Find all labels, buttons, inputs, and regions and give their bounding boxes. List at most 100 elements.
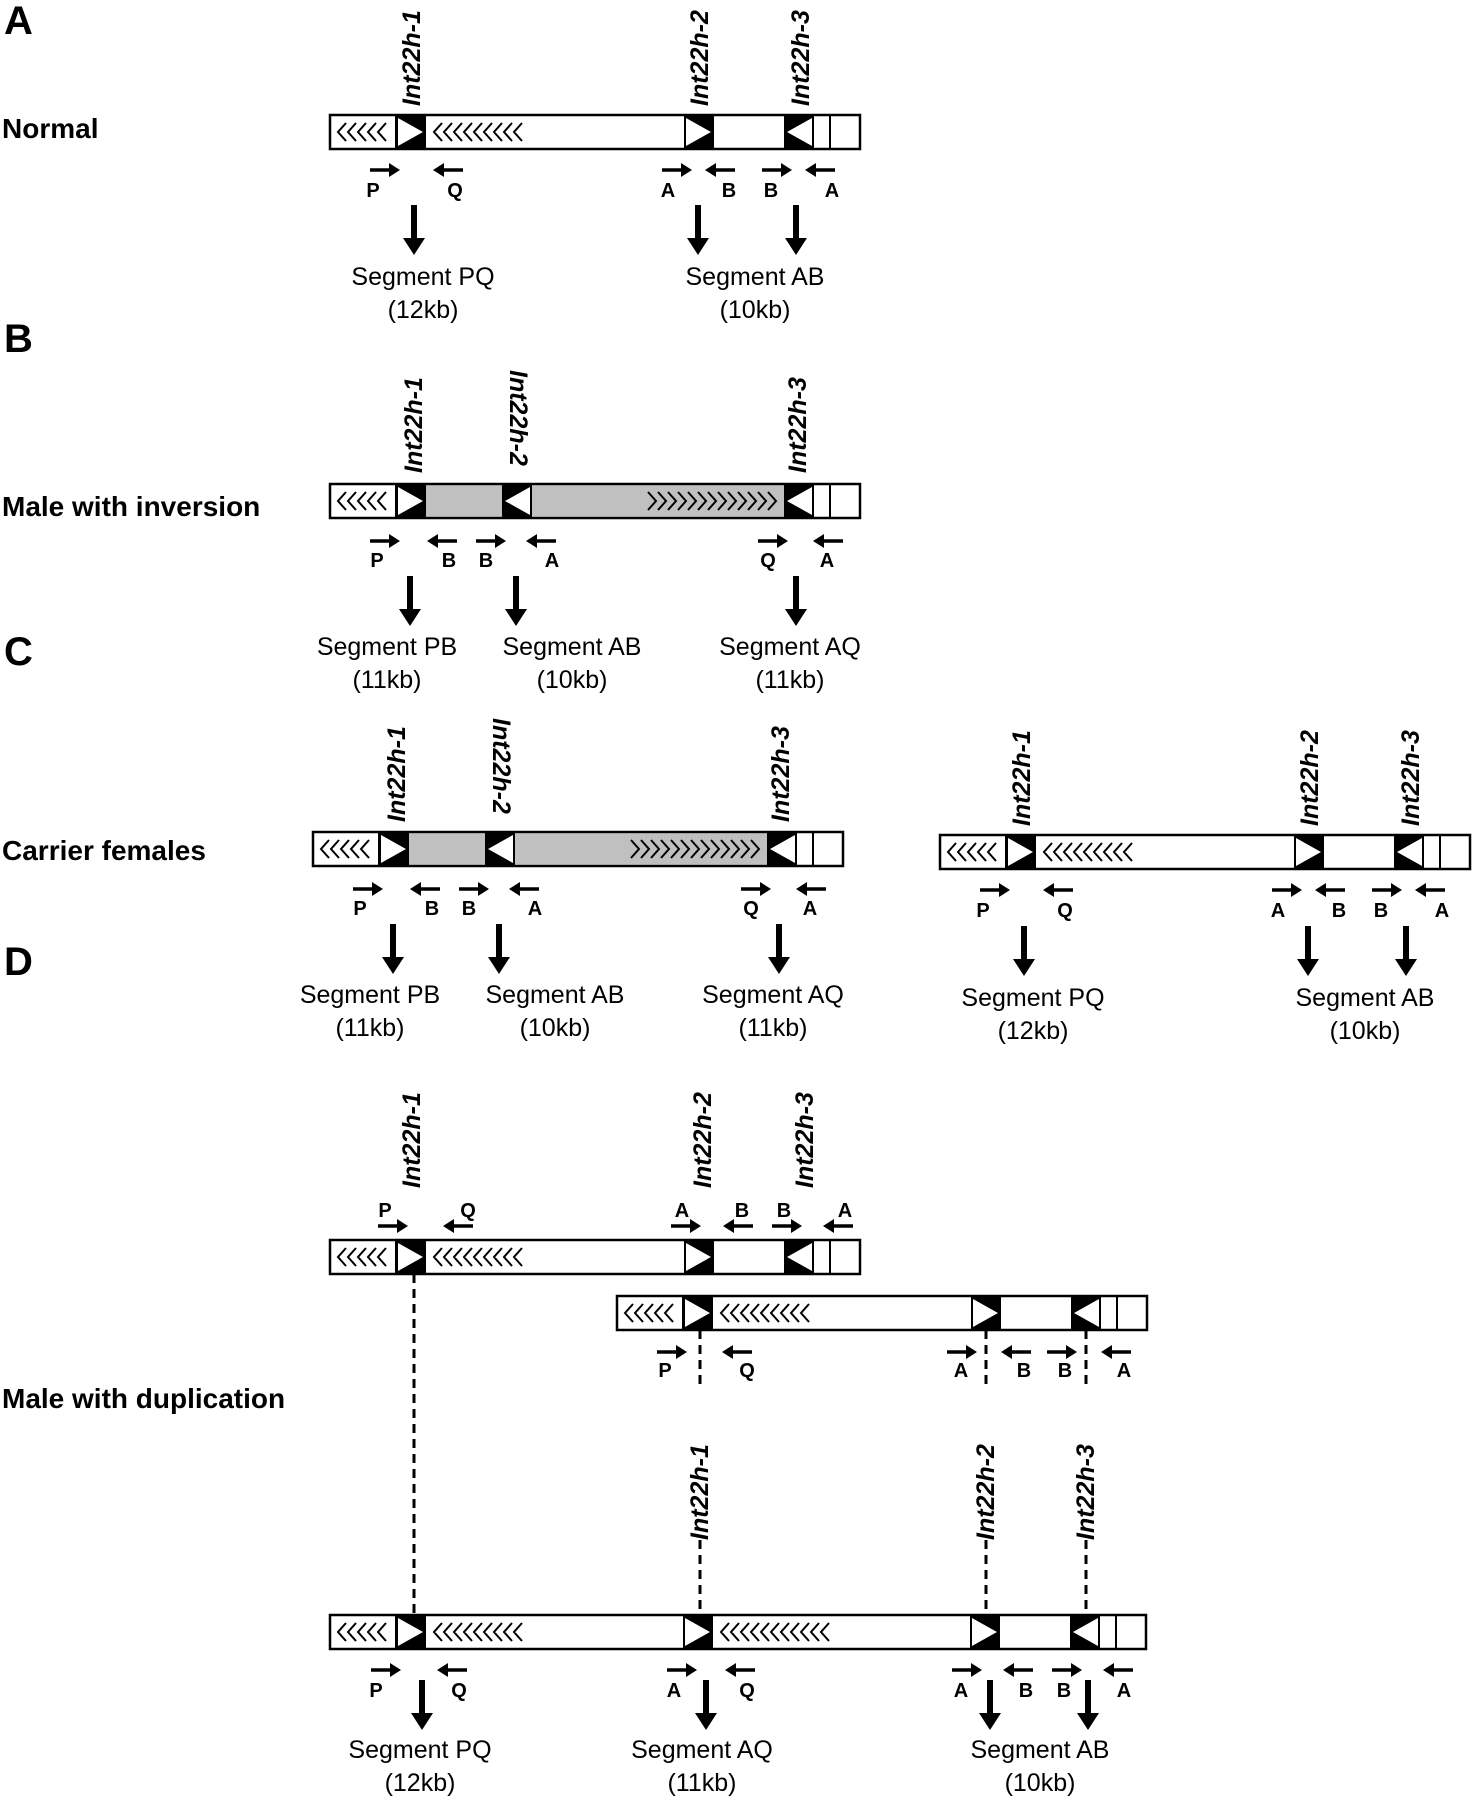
primer-arrowhead <box>971 1663 982 1677</box>
inverted-region <box>409 833 767 865</box>
chevron-arrows-left <box>719 1622 830 1642</box>
product-arrow-head <box>979 1713 1001 1730</box>
primer-label-A: A <box>661 180 675 202</box>
locus-label-h3: Int22h-3 <box>787 10 815 106</box>
primer-arrowhead <box>389 163 400 177</box>
homolog-triangle-right <box>1008 838 1033 866</box>
homolog-triangle-right <box>972 1618 997 1646</box>
primer-label-Q: Q <box>760 550 776 572</box>
primer-arrowhead <box>686 1663 697 1677</box>
primer-arrowhead <box>966 1345 977 1359</box>
primer-label-Q: Q <box>447 180 463 202</box>
primer-arrowhead <box>1103 1663 1114 1677</box>
product-arrow-head <box>505 609 527 626</box>
chevron-arrows-left <box>319 839 370 859</box>
row-label-A: Normal <box>2 113 98 144</box>
homolog-triangle-right <box>1296 838 1321 866</box>
primer-arrowhead <box>705 163 716 177</box>
primer-arrowhead <box>791 1219 802 1233</box>
primer-label-Q: Q <box>1057 900 1073 922</box>
chevron-arrows-left <box>623 1303 674 1323</box>
primer-label-A: A <box>1117 1680 1131 1702</box>
locus-label-h3: Int22h-3 <box>784 377 812 473</box>
homolog-triangle-right <box>381 835 406 863</box>
primer-arrowhead <box>1066 1345 1077 1359</box>
homolog-triangle-right <box>398 487 423 515</box>
primer-arrowhead <box>1001 1345 1012 1359</box>
homolog-triangle-right <box>685 1618 710 1646</box>
primer-label-B: B <box>764 180 778 202</box>
primer-arrowhead <box>397 1219 408 1233</box>
primer-label-B: B <box>722 180 736 202</box>
primer-arrowhead <box>760 882 771 896</box>
product-arrow-head <box>785 238 807 255</box>
primer-label-Q: Q <box>460 1200 476 1222</box>
segment-size: (11kb) <box>667 1769 736 1797</box>
primer-arrowhead <box>1003 1663 1014 1677</box>
primer-label-Q: Q <box>739 1360 755 1382</box>
locus-label-h3: Int22h-3 <box>1397 730 1425 826</box>
locus-label-h2: Int22h-2 <box>504 370 532 466</box>
homolog-triangle-right <box>686 1243 711 1271</box>
primer-label-B: B <box>1332 900 1346 922</box>
primer-label-B: B <box>462 898 476 920</box>
homolog-triangle-left <box>488 835 513 863</box>
product-arrow-head <box>403 238 425 255</box>
primer-arrowhead <box>433 163 444 177</box>
primer-label-A: A <box>667 1680 681 1702</box>
chevron-arrows-left <box>432 122 523 142</box>
primer-label-A: A <box>675 1200 689 1222</box>
primer-label-B: B <box>479 550 493 572</box>
primer-arrowhead <box>495 534 506 548</box>
homolog-triangle-left <box>787 1243 812 1271</box>
row-label-D: Male with duplication <box>2 1383 285 1414</box>
primer-arrowhead <box>390 1663 401 1677</box>
primer-arrowhead <box>1291 883 1302 897</box>
locus-label-h1: Int22h-1 <box>1008 730 1036 826</box>
inverted-region <box>426 485 784 517</box>
segment-name: Segment AQ <box>631 1736 773 1764</box>
locus-label-h2: Int22h-2 <box>686 10 714 106</box>
segment-name: Segment PB <box>317 633 457 661</box>
primer-label-P: P <box>353 898 366 920</box>
primer-arrowhead <box>509 882 520 896</box>
product-arrow-head <box>399 609 421 626</box>
segment-name: Segment PQ <box>961 984 1104 1012</box>
segment-name: Segment AB <box>971 1736 1110 1764</box>
chromosome-bar <box>328 1613 1148 1651</box>
product-arrow-head <box>1077 1713 1099 1730</box>
segment-size: (11kb) <box>352 666 421 694</box>
homolog-triangle-left <box>1073 1618 1098 1646</box>
primer-label-A: A <box>1435 900 1449 922</box>
product-arrow-head <box>785 609 807 626</box>
primer-arrowhead <box>725 1663 736 1677</box>
chevron-arrows-left <box>336 1247 387 1267</box>
panel-letter-B: B <box>4 317 33 361</box>
primer-arrowhead <box>676 1345 687 1359</box>
locus-label-h3: Int22h-3 <box>791 1092 819 1188</box>
product-arrow-head <box>1297 959 1319 976</box>
homolog-triangle-right <box>973 1299 998 1327</box>
chevron-arrows-left <box>336 491 387 511</box>
primer-label-B: B <box>735 1200 749 1222</box>
primer-arrowhead <box>722 1345 733 1359</box>
homolog-triangle-left <box>787 118 812 146</box>
homolog-triangle-left <box>770 835 795 863</box>
product-arrow-head <box>1395 959 1417 976</box>
primer-label-A: A <box>825 180 839 202</box>
product-arrow-head <box>768 957 790 974</box>
chevron-arrows-right <box>630 839 761 859</box>
segment-name: Segment AQ <box>719 633 861 661</box>
segment-size: (10kb) <box>520 1014 591 1042</box>
primer-label-A: A <box>820 550 834 572</box>
panel-letter-D: D <box>4 940 33 984</box>
homolog-triangle-right <box>685 1299 710 1327</box>
primer-label-A: A <box>528 898 542 920</box>
row-label-B: Male with inversion <box>2 491 260 522</box>
segment-size: (12kb) <box>998 1017 1069 1045</box>
primer-arrowhead <box>427 534 438 548</box>
primer-label-B: B <box>1057 1680 1071 1702</box>
